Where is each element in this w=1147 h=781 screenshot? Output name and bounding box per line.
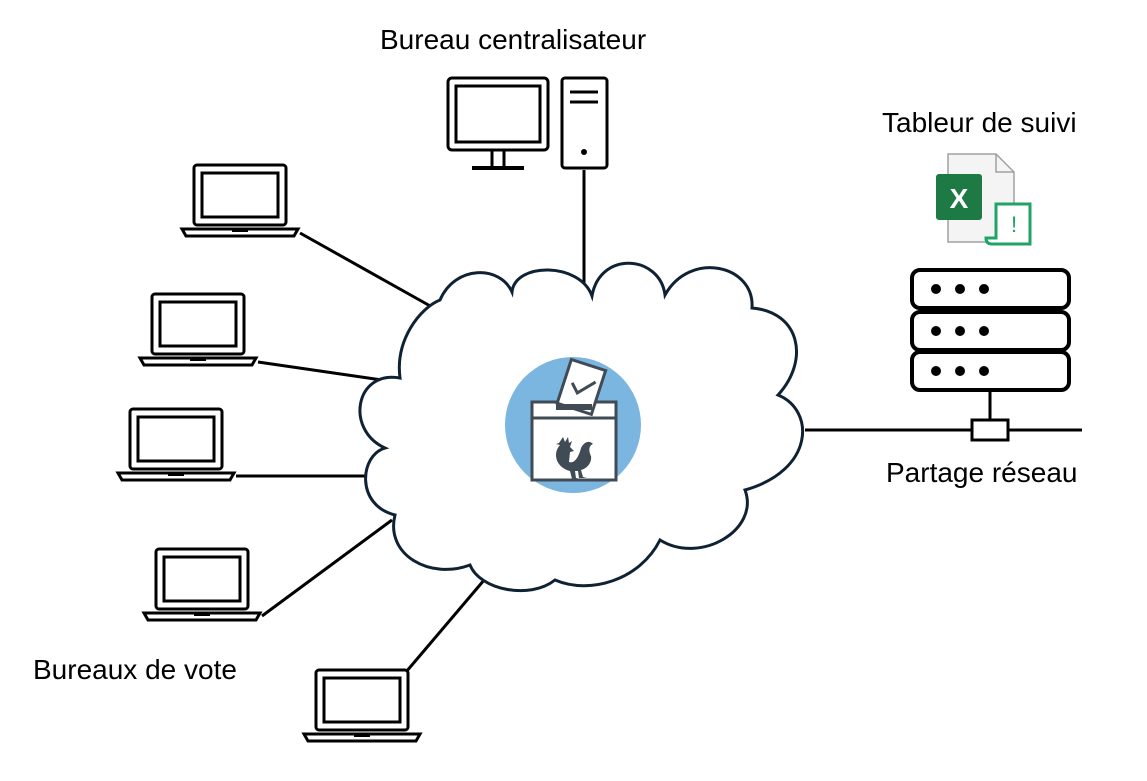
tracking-sheet-label: Tableur de suivi [882,107,1077,138]
central-office-label: Bureau centralisateur [380,24,647,55]
connection-lines [236,170,1082,673]
laptop-icon [115,407,237,482]
laptop-icon [179,163,301,238]
desktop-monitor-icon [446,76,550,170]
network-connector-icon [970,418,1010,442]
laptop-icon [141,547,263,622]
rooster-icon [556,437,593,479]
ballot-box-rooster-icon [505,357,641,493]
link-laptop-2 [257,360,383,382]
excel-letter: X [950,183,969,214]
server-stack-icon [910,268,1071,392]
link-laptop-1 [299,231,433,309]
excel-file-icon: X ! [936,153,1032,246]
tower-pc-icon [560,76,609,170]
alert-mark: ! [1011,212,1017,237]
polling-stations-label: Bureaux de vote [33,654,237,685]
link-laptop-4 [261,518,393,618]
network-share-label: Partage réseau [886,457,1078,488]
laptop-icon [137,292,259,367]
link-laptop-5 [404,565,498,673]
laptop-icon [301,668,423,743]
